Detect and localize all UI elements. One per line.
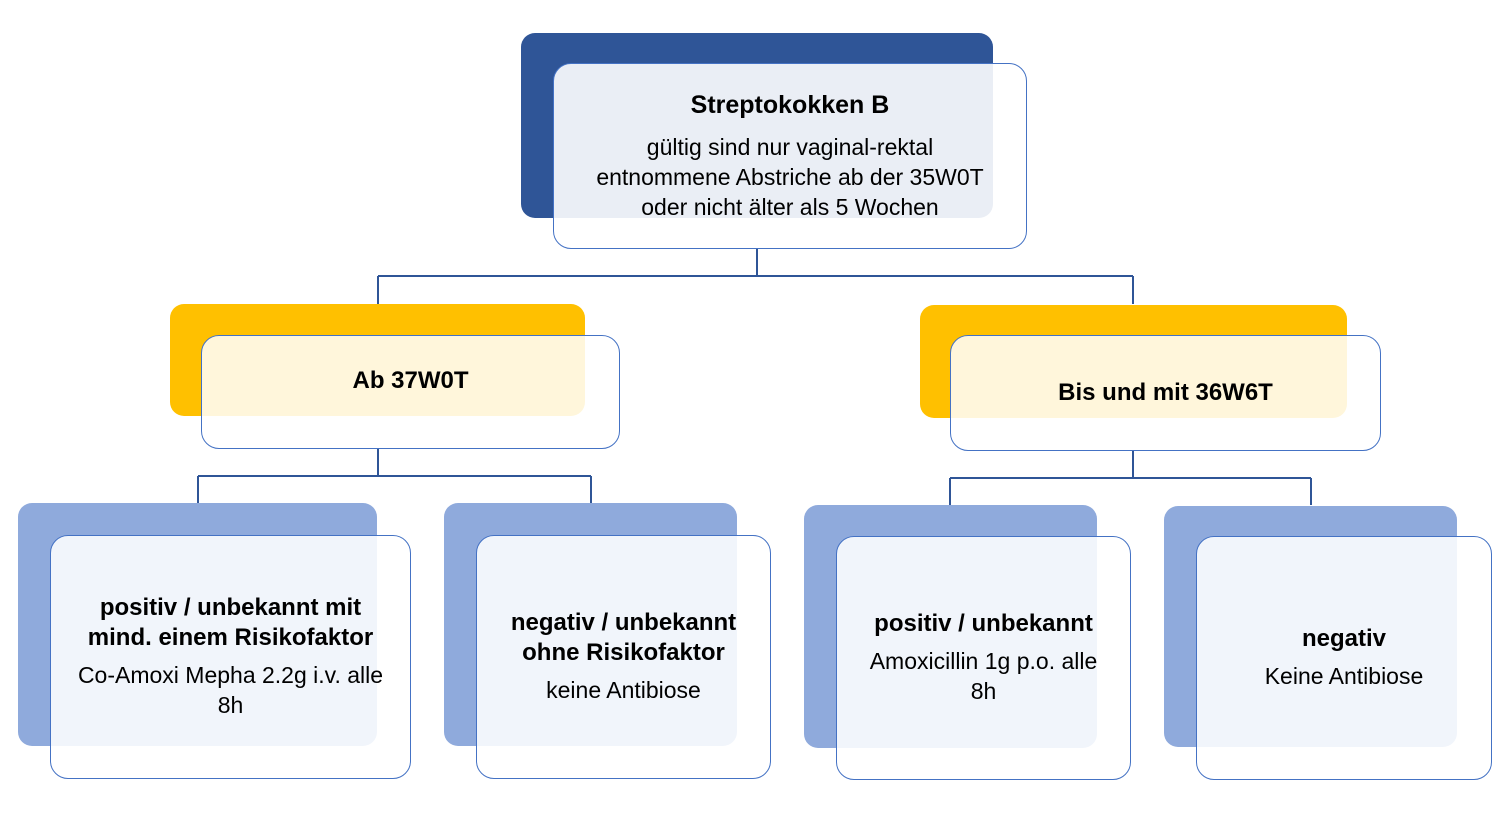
root-line: oder nicht älter als 5 Wochen — [641, 193, 939, 220]
root-connector — [377, 249, 1134, 304]
right-branch-node: Bis und mit 36W6T — [950, 335, 1381, 451]
root-title: Streptokokken B — [690, 90, 890, 119]
leaf-body-line: 8h — [970, 678, 997, 704]
root-line: entnommene Abstriche ab der 35W0T — [596, 163, 984, 190]
leaf-title-line: ohne Risikofaktor — [522, 639, 725, 667]
leaf-3-node: positiv / unbekannt Amoxicillin 1g p.o. … — [836, 536, 1131, 780]
leaf-body-line: Amoxicillin 1g p.o. alle — [869, 648, 1098, 675]
leaf-title-line: negativ — [1301, 625, 1387, 653]
leaf-title-line: positiv / unbekannt — [874, 610, 1093, 638]
leaf-4-title: negativ — [1302, 624, 1386, 654]
left-branch-title: Ab 37W0T — [352, 367, 469, 394]
right-branch-connector — [949, 451, 1312, 505]
left-branch-connector — [197, 449, 592, 503]
right-branch-title: Bis und mit 36W6T — [1058, 379, 1273, 406]
leaf-4-node: negativ Keine Antibiose — [1196, 536, 1492, 780]
leaf-4-body: Keine Antibiose — [1265, 662, 1424, 692]
leaf-2-title: negativ / unbekannt ohne Risikofaktor — [511, 608, 736, 668]
left-branch-node: Ab 37W0T — [201, 335, 620, 449]
leaf-1-node: positiv / unbekannt mit mind. einem Risi… — [50, 535, 411, 779]
root-node: Streptokokken B gültig sind nur vaginal-… — [553, 63, 1027, 249]
leaf-3-body: Amoxicillin 1g p.o. alle 8h — [870, 647, 1098, 707]
leaf-title-line: positiv / unbekannt mit — [99, 594, 362, 622]
leaf-1-title: positiv / unbekannt mit mind. einem Risi… — [88, 593, 373, 653]
leaf-title-line: negativ / unbekannt — [510, 609, 737, 637]
leaf-body-line: keine Antibiose — [546, 677, 701, 704]
leaf-2-body: keine Antibiose — [546, 676, 701, 706]
leaf-2-node: negativ / unbekannt ohne Risikofaktor ke… — [476, 535, 771, 779]
leaf-3-title: positiv / unbekannt — [874, 609, 1093, 639]
root-line: gültig sind nur vaginal-rektal — [646, 133, 934, 160]
leaf-1-body: Co-Amoxi Mepha 2.2g i.v. alle 8h — [78, 661, 383, 721]
root-description: gültig sind nur vaginal-rektal entnommen… — [596, 133, 983, 223]
leaf-title-line: mind. einem Risikofaktor — [87, 624, 374, 652]
leaf-body-line: 8h — [217, 692, 244, 718]
leaf-body-line: Keine Antibiose — [1264, 663, 1424, 690]
leaf-body-line: Co-Amoxi Mepha 2.2g i.v. alle — [77, 662, 384, 689]
